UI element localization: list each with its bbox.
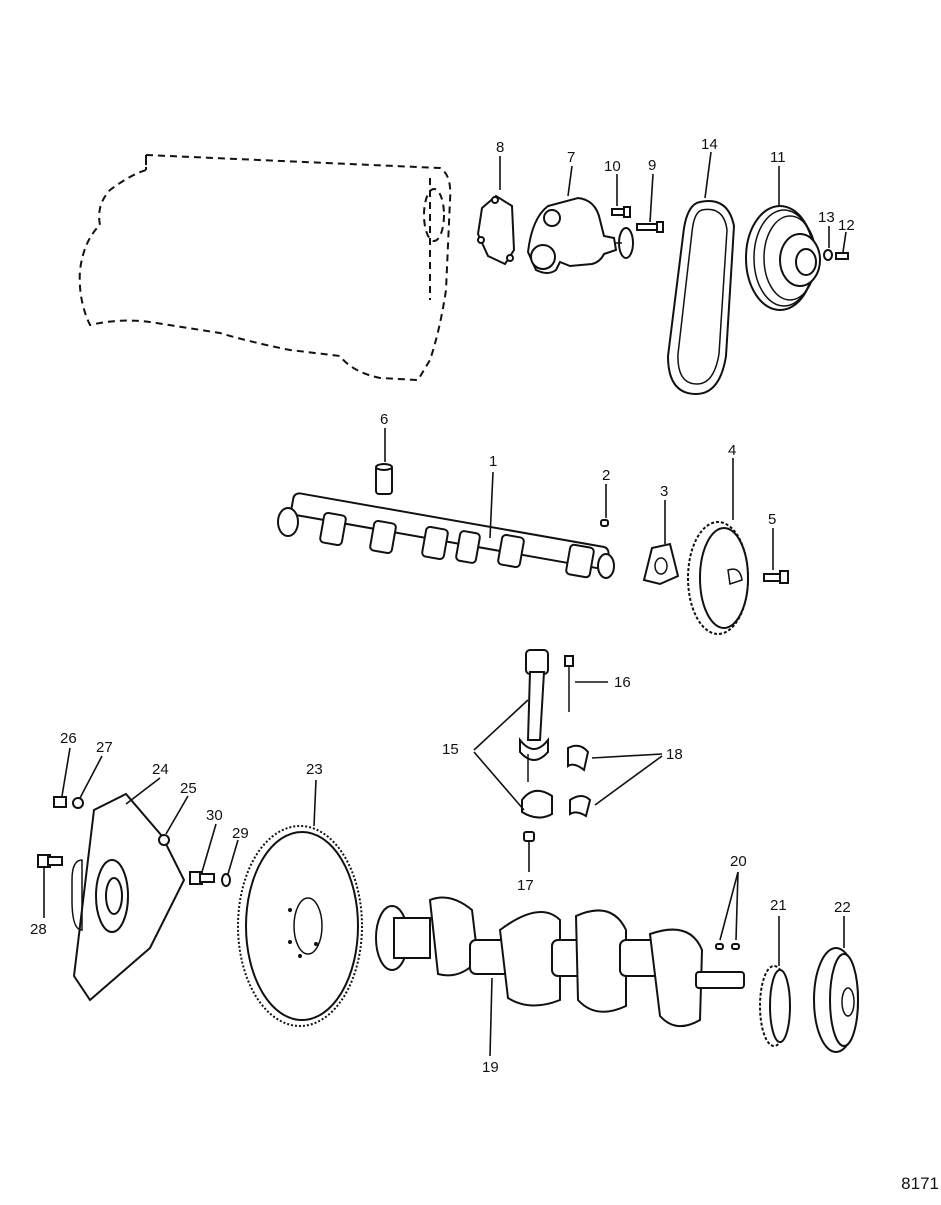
rod-bearing-lower: [569, 795, 592, 818]
callout-1: 1: [489, 453, 497, 470]
pulley-bolt: [835, 252, 849, 260]
flywheel: [237, 825, 363, 1027]
engine-block-outline: [78, 153, 452, 382]
callout-14: 14: [701, 136, 718, 153]
figure-number: 8171: [901, 1174, 939, 1193]
callout-8: 8: [496, 139, 504, 156]
harmonic-balancer: [813, 947, 859, 1053]
flywheel-bolt: [189, 871, 215, 885]
callout-26: 26: [60, 730, 77, 747]
callout-15: 15: [442, 741, 459, 758]
callout-21: 21: [770, 897, 787, 914]
callout-leaders: [43, 151, 847, 1057]
pulley-washer: [823, 249, 833, 261]
callout-30: 30: [206, 807, 223, 824]
camshaft: [277, 492, 615, 579]
callout-11: 11: [770, 149, 786, 166]
callout-19: 19: [482, 1059, 499, 1076]
connecting-rod: [519, 649, 553, 819]
camshaft-gear-bolt: [763, 570, 789, 584]
water-pump: [526, 196, 634, 274]
callout-24: 24: [152, 761, 169, 778]
callout-3: 3: [660, 483, 668, 500]
rod-bolt: [564, 655, 574, 712]
crankshaft-keys: [715, 943, 740, 950]
water-pump-gasket: [476, 194, 516, 266]
callout-27: 27: [96, 739, 113, 756]
flywheel-washer: [221, 873, 231, 887]
callout-4: 4: [728, 442, 736, 459]
callout-7: 7: [567, 149, 575, 166]
callout-28: 28: [30, 921, 47, 938]
callout-20: 20: [730, 853, 747, 870]
callout-13: 13: [818, 209, 835, 226]
callout-6: 6: [380, 411, 388, 428]
callout-23: 23: [306, 761, 323, 778]
callout-18: 18: [666, 746, 683, 763]
crankshaft-pulley-upper: [745, 205, 821, 311]
flywheel-housing-plate: [71, 792, 186, 1002]
callout-25: 25: [180, 780, 197, 797]
callout-9: 9: [648, 157, 656, 174]
callout-labels: 1 2 3 4 5 6 7 8 9 10 11 12 13 14 15 16 1…: [30, 136, 855, 1076]
dowel-pin: [158, 834, 170, 846]
rod-bearing-upper: [567, 744, 590, 772]
callout-5: 5: [768, 511, 776, 528]
flywheel-bolt-lower: [37, 854, 63, 868]
housing-washer: [72, 797, 84, 809]
rod-nut: [523, 831, 535, 842]
callout-10: 10: [604, 158, 621, 175]
callout-17: 17: [517, 877, 534, 894]
crankshaft: [375, 896, 745, 1027]
camshaft-gear: [687, 521, 749, 635]
callout-22: 22: [834, 899, 851, 916]
camshaft-key: [600, 519, 609, 527]
crankshaft-gear: [759, 965, 791, 1047]
water-pump-bolt-long: [636, 221, 664, 233]
water-pump-bolt-short: [611, 206, 631, 218]
valve-lifter: [375, 463, 393, 495]
housing-bolt: [53, 796, 67, 808]
callout-29: 29: [232, 825, 249, 842]
callout-2: 2: [602, 467, 610, 484]
camshaft-thrust-plate: [642, 542, 680, 586]
callout-12: 12: [838, 217, 855, 234]
drive-belt: [666, 200, 736, 396]
callout-16: 16: [614, 674, 631, 691]
